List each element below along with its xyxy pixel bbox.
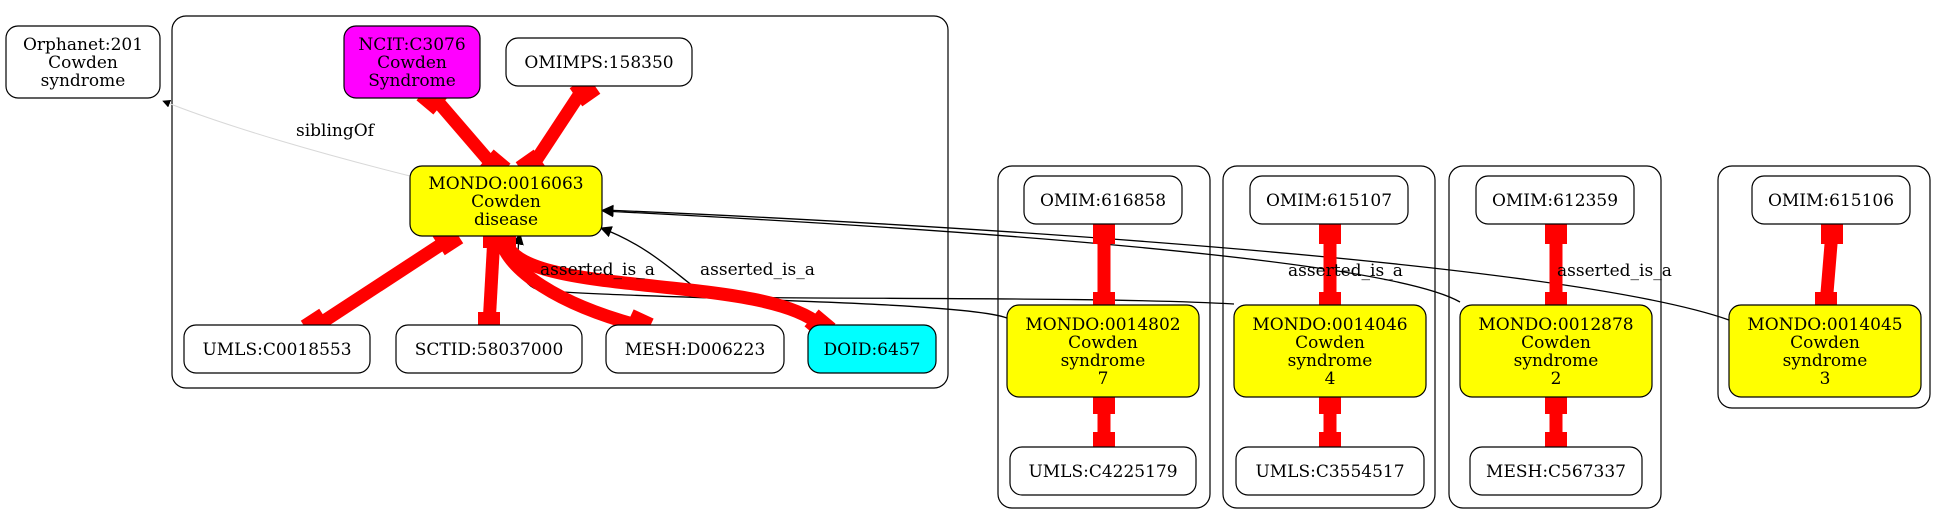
equiv-edge-omim-615106-cap-a [1821,222,1843,244]
node-label-line: OMIMPS:158350 [524,53,673,73]
node-label-line: UMLS:C3554517 [1255,462,1404,482]
node-box[interactable] [1235,446,1425,496]
node-label-line: SCTID:58037000 [415,340,564,360]
node-label-line: OMIM:615107 [1266,191,1392,211]
node-box[interactable] [1233,304,1427,398]
is-a-edge-0012878 [601,205,1461,303]
node-box[interactable] [343,25,481,99]
equiv-edge-doid [498,234,825,331]
node-label-line: MONDO:0014046 [1252,315,1407,335]
node-label-line: Cowden [1295,333,1365,353]
equiv-edge-omim-612359-cap-a [1545,222,1567,244]
node-label-line: Cowden [471,192,541,212]
node-box[interactable] [505,37,693,87]
node-label-line: 7 [1098,369,1109,389]
equiv-edge-sctid [482,235,501,326]
node-label-line: disease [474,210,538,230]
node-sctid-58037000[interactable]: SCTID:58037000 [395,324,583,374]
node-box[interactable] [1006,304,1200,398]
equiv-edge-ncit [428,91,500,173]
cluster-mondo-0014802 [997,165,1211,509]
node-label-line: UMLS:C0018553 [202,340,351,360]
node-label-line: NCIT:C3076 [358,35,465,55]
node-label-line: syndrome [1783,351,1868,371]
node-label-line: Cowden [377,53,447,73]
node-box[interactable] [605,324,785,374]
node-mesh-c567337[interactable]: MESH:C567337 [1469,446,1643,496]
is-a-edge-0014045 [601,204,1730,321]
node-box[interactable] [1751,175,1911,225]
node-box[interactable] [1023,175,1183,225]
node-label-line: MONDO:0014802 [1025,315,1180,335]
node-label-line: MONDO:0014045 [1747,315,1902,335]
node-label-line: Orphanet:201 [23,35,143,55]
node-label-line: Cowden [1521,333,1591,353]
node-label-line: syndrome [1061,351,1146,371]
node-omim-615107[interactable]: OMIM:615107 [1249,175,1409,225]
sibling-of-label: siblingOf [296,121,376,141]
node-omim-612359[interactable]: OMIM:612359 [1475,175,1635,225]
node-label-line: MESH:C567337 [1486,462,1626,482]
is-a-label-0014046: asserted_is_a [700,260,815,280]
cluster-mondo-0016063 [171,15,949,389]
equiv-edge-umls-c0018553 [314,234,452,331]
node-label-line: MESH:D006223 [625,340,766,360]
is-a-label-0014802: asserted_is_a [540,260,655,280]
cluster-mondo-0014046 [1222,165,1436,509]
node-label-line: Cowden [1068,333,1138,353]
node-box[interactable] [5,25,161,99]
node-box[interactable] [1009,446,1197,496]
node-omimps-158350[interactable]: OMIMPS:158350 [505,37,693,87]
node-label-line: 2 [1551,369,1562,389]
equiv-edge-omim-616858-cap-a [1093,222,1115,244]
node-box[interactable] [1475,175,1635,225]
node-label-line: Cowden [1790,333,1860,353]
node-omim-615106[interactable]: OMIM:615106 [1751,175,1911,225]
node-label-line: OMIM:616858 [1040,191,1166,211]
node-umls-c3554517[interactable]: UMLS:C3554517 [1235,446,1425,496]
equiv-edge-omimps [525,82,591,172]
node-label-line: syndrome [1514,351,1599,371]
node-box[interactable] [1728,304,1922,398]
node-label-line: syndrome [41,71,126,91]
node-box[interactable] [807,324,937,374]
node-mesh-d006223[interactable]: MESH:D006223 [605,324,785,374]
node-label-line: OMIM:612359 [1492,191,1618,211]
cluster-mondo-0012878 [1448,165,1662,509]
node-label-line: Syndrome [368,71,456,91]
node-label-line: Cowden [48,53,118,73]
is-a-label-0014045: asserted_is_a [1557,261,1672,281]
node-label-line: 3 [1820,369,1831,389]
node-label-line: 4 [1325,369,1336,389]
cluster-mondo-0014045 [1717,165,1931,409]
node-label-line: MONDO:0016063 [428,174,583,194]
node-box[interactable] [183,324,371,374]
node-label-line: DOID:6457 [824,340,921,360]
node-omim-616858[interactable]: OMIM:616858 [1023,175,1183,225]
node-box[interactable] [395,324,583,374]
node-label-line: syndrome [1288,351,1373,371]
node-doid-6457[interactable]: DOID:6457 [807,324,937,374]
equiv-edge-omim-615107-cap-a [1319,222,1341,244]
node-box[interactable] [1469,446,1643,496]
node-label-line: MONDO:0012878 [1478,315,1633,335]
sibling-of-edge [162,99,411,177]
node-label-line: UMLS:C4225179 [1028,462,1177,482]
node-box[interactable] [1459,304,1653,398]
is-a-label-0012878: asserted_is_a [1288,261,1403,281]
node-box[interactable] [1249,175,1409,225]
node-umls-c0018553[interactable]: UMLS:C0018553 [183,324,371,374]
node-umls-c4225179[interactable]: UMLS:C4225179 [1009,446,1197,496]
node-box[interactable] [409,165,603,237]
node-label-line: OMIM:615106 [1768,191,1894,211]
